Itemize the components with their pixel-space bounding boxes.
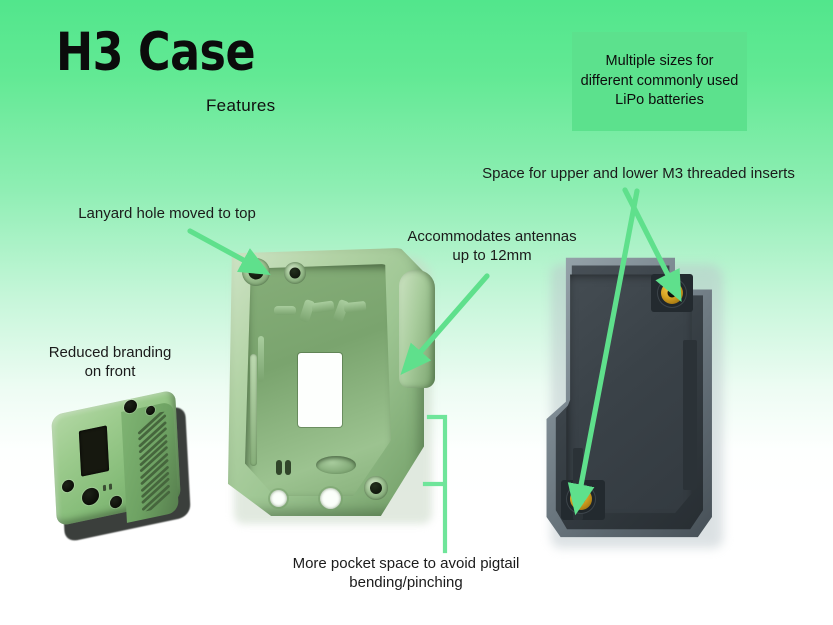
- dark-case-render: [543, 252, 728, 552]
- shell-screw-post-bottom: [364, 476, 388, 500]
- shell-rib-e: [258, 336, 264, 382]
- threaded-insert-upper: [661, 282, 683, 304]
- shell-rib-slot: [274, 306, 296, 315]
- shell-side-rail: [250, 354, 257, 466]
- front-case-led-slot: [108, 483, 113, 490]
- shell-screw-post-top: [284, 262, 306, 284]
- page-title: H3 Case: [56, 22, 256, 83]
- shell-lanyard-hole: [242, 258, 270, 286]
- shell-antenna-channel: [399, 270, 435, 388]
- annotation-reduced-branding: Reduced branding on front: [48, 344, 172, 380]
- shell-pin-slot: [285, 460, 291, 475]
- shell-pin-slot: [276, 460, 282, 475]
- shell-pin-slots: [276, 460, 298, 476]
- shell-case-render: [228, 248, 443, 530]
- shell-bottom-hole-left: [270, 490, 287, 507]
- shell-display-window: [298, 353, 342, 427]
- annotation-lanyard-hole: Lanyard hole moved to top: [78, 205, 256, 222]
- front-case-led-slot: [102, 484, 107, 492]
- dark-case-side-step: [683, 340, 697, 490]
- shell-oval-recess: [316, 456, 356, 474]
- callout-text: Multiple sizes for different commonly us…: [580, 53, 739, 109]
- annotation-threaded-inserts: Space for upper and lower M3 threaded in…: [482, 165, 795, 182]
- shell-bottom-hole-right: [320, 488, 341, 509]
- threaded-insert-lower: [570, 488, 592, 510]
- annotation-pocket-space: More pocket space to avoid pigtail bendi…: [292, 555, 520, 591]
- front-case-vent-slots: [128, 409, 177, 515]
- front-case-screen-cutout: [78, 425, 110, 477]
- callout-lipo-sizes: Multiple sizes for different commonly us…: [572, 32, 747, 131]
- annotation-antenna-clearance: Accommodates antennas up to 12mm: [407, 228, 577, 264]
- page-subtitle: Features: [206, 96, 276, 115]
- front-case-render: [48, 389, 198, 543]
